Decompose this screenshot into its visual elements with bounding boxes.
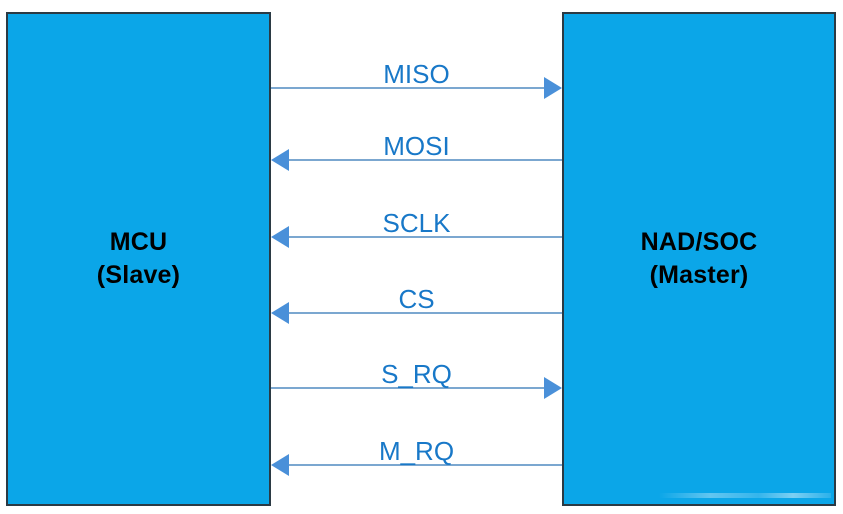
signal-line [289,159,562,161]
signal-line [271,87,544,89]
arrowhead-left-icon [271,149,289,171]
node-mcu[interactable]: MCU (Slave) [6,12,271,506]
signal-line [289,312,562,314]
arrowhead-right-icon [544,77,562,99]
node-nad[interactable]: NAD/SOC (Master) [562,12,836,506]
signal-line [289,236,562,238]
signal-line [289,464,562,466]
arrowhead-left-icon [271,226,289,248]
arrowhead-left-icon [271,302,289,324]
box-highlight-artifact [659,493,831,498]
signal-label: S_RQ [381,359,452,389]
signal-label: SCLK [382,208,451,238]
node-nad-title: NAD/SOC [640,228,758,256]
signal-label: M_RQ [378,436,455,466]
signal-label: CS [398,284,435,314]
signal-line [271,387,544,389]
arrowhead-left-icon [271,454,289,476]
node-nad-role: (Master) [649,261,749,289]
node-mcu-role: (Slave) [96,261,181,289]
signal-label: MISO [383,59,450,89]
arrowhead-right-icon [544,377,562,399]
node-mcu-title: MCU [109,228,168,256]
signal-label: MOSI [383,131,450,161]
